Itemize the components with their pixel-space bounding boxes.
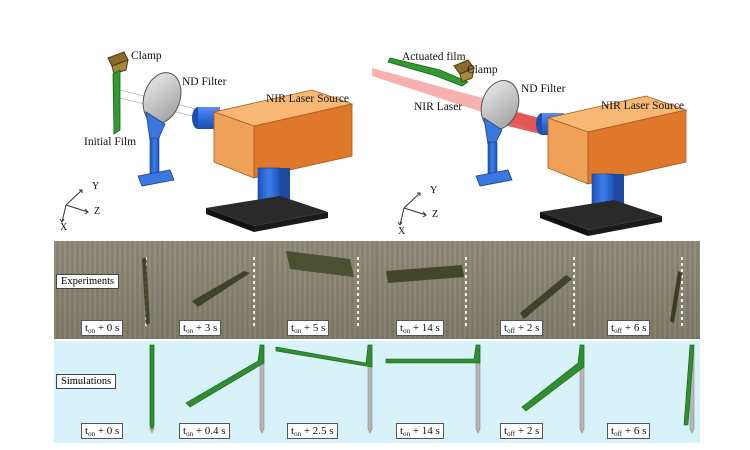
sim-time-label: ton + 0.4 s <box>179 423 230 439</box>
exp-time-label: ton + 14 s <box>396 320 444 336</box>
exp-film-2 <box>192 271 250 307</box>
label-initial-film: Initial Film <box>84 136 137 148</box>
label-nir-laser: NIR Laser <box>414 101 463 113</box>
axis-label-z-left: Z <box>94 206 101 217</box>
axis-label-y-left: Y <box>92 181 100 192</box>
left-base <box>206 196 328 226</box>
right-axes <box>397 192 427 226</box>
label-clamp-left: Clamp <box>131 50 162 62</box>
sim-film-2 <box>185 344 265 408</box>
axis-label-z-right: Z <box>432 209 439 220</box>
left-laser-source <box>212 89 354 179</box>
sim-time-label: toff + 6 s <box>607 423 651 439</box>
actuated-film <box>387 57 469 87</box>
experiments-title: Experiments <box>56 274 120 289</box>
sim-film-1 <box>149 344 155 430</box>
exp-time-label: ton + 0 s <box>81 320 124 336</box>
sim-film-5 <box>521 344 585 412</box>
exp-film-4 <box>386 265 464 283</box>
sim-time-label: ton + 2.5 s <box>287 423 338 439</box>
exp-time-label: toff + 2 s <box>500 320 544 336</box>
label-nd-filter-left: ND Filter <box>182 76 227 88</box>
exp-film-5 <box>520 275 572 319</box>
exp-film-6 <box>670 271 682 323</box>
label-laser-source-right: NIR Laser Source <box>601 100 685 112</box>
right-laser-source <box>546 95 688 185</box>
exp-time-label: ton + 5 s <box>287 320 330 336</box>
label-actuated-film: Actuated film <box>402 51 466 63</box>
left-nd-filter <box>142 72 182 124</box>
sim-film-6 <box>683 344 695 426</box>
axis-label-x-right: X <box>398 226 406 237</box>
axis-label-x-left: X <box>60 222 68 233</box>
simulation-frames <box>149 344 695 434</box>
setup-diagrams <box>59 51 688 236</box>
right-base <box>540 200 662 230</box>
label-laser-source-left: NIR Laser Source <box>266 93 350 105</box>
left-setup <box>59 51 354 232</box>
left-axes <box>59 189 89 223</box>
experiment-frames <box>142 241 683 339</box>
sim-film-3 <box>275 344 373 368</box>
exp-time-label: toff + 6 s <box>607 320 651 336</box>
exp-film-1 <box>142 257 150 325</box>
experiments-panel <box>54 241 700 339</box>
sim-time-label: toff + 2 s <box>500 423 544 439</box>
exp-time-label: ton + 3 s <box>179 320 222 336</box>
exp-film-3 <box>286 251 354 277</box>
right-setup <box>372 57 688 236</box>
axis-label-y-right: Y <box>430 185 438 196</box>
sim-film-4 <box>385 344 481 364</box>
initial-film <box>112 69 121 135</box>
simulations-title: Simulations <box>56 374 117 389</box>
simulations-panel <box>54 341 700 443</box>
sim-time-label: ton + 14 s <box>396 423 444 439</box>
label-clamp-right: Clamp <box>467 64 498 76</box>
sim-time-label: ton + 0 s <box>81 423 124 439</box>
label-nd-filter-right: ND Filter <box>521 83 566 95</box>
